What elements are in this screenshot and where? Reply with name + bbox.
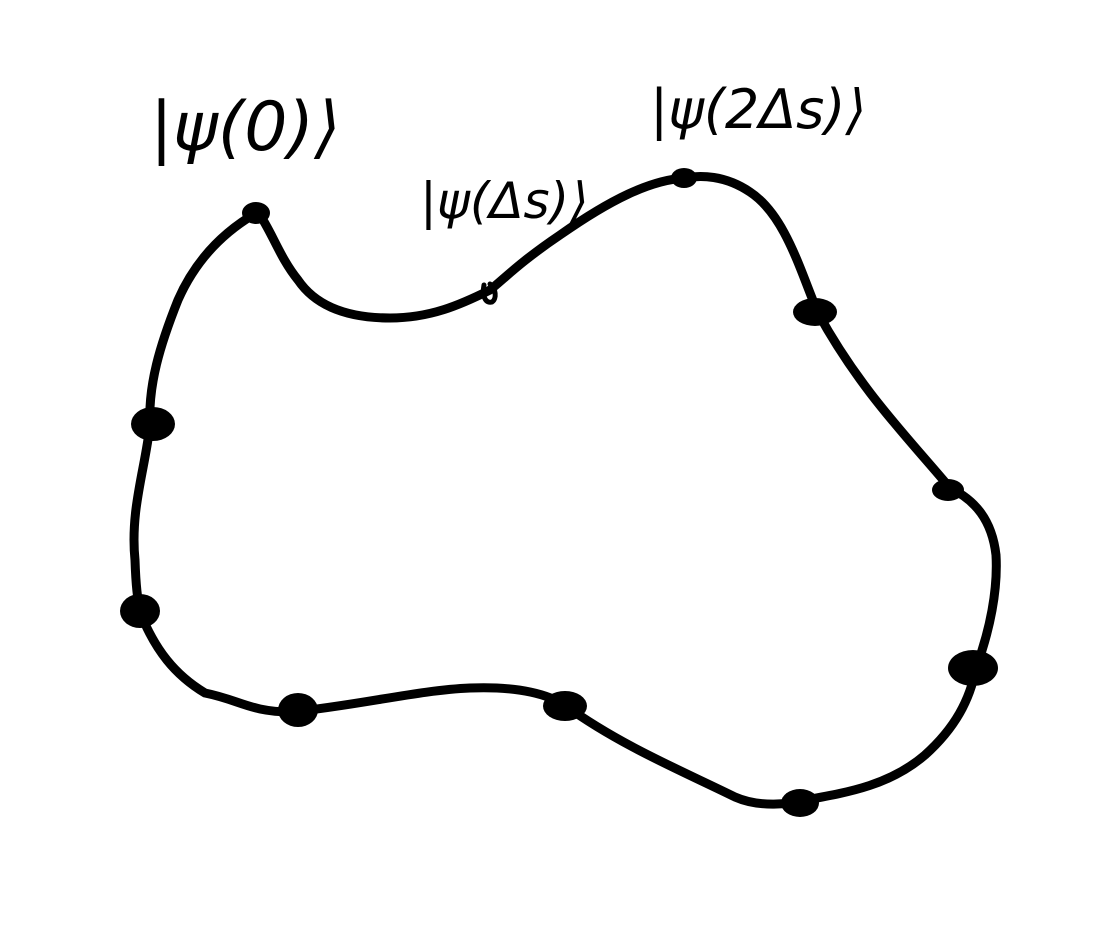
path-point (131, 407, 175, 441)
label-state-2-delta-s: |ψ(2Δs)⟩ (650, 78, 866, 141)
label-state-delta-s: |ψ(Δs)⟩ (420, 172, 589, 230)
path-point (543, 691, 587, 721)
label-state-0: |ψ(0)⟩ (150, 88, 341, 167)
path-point (781, 789, 819, 817)
path-point (793, 298, 837, 326)
path-point (932, 479, 964, 501)
path-point (278, 693, 318, 727)
small-tick-mark (480, 281, 498, 305)
path-point (242, 202, 270, 224)
path-points (120, 168, 998, 817)
path-point (120, 594, 160, 628)
path-point (671, 168, 697, 188)
path-point (948, 650, 998, 686)
